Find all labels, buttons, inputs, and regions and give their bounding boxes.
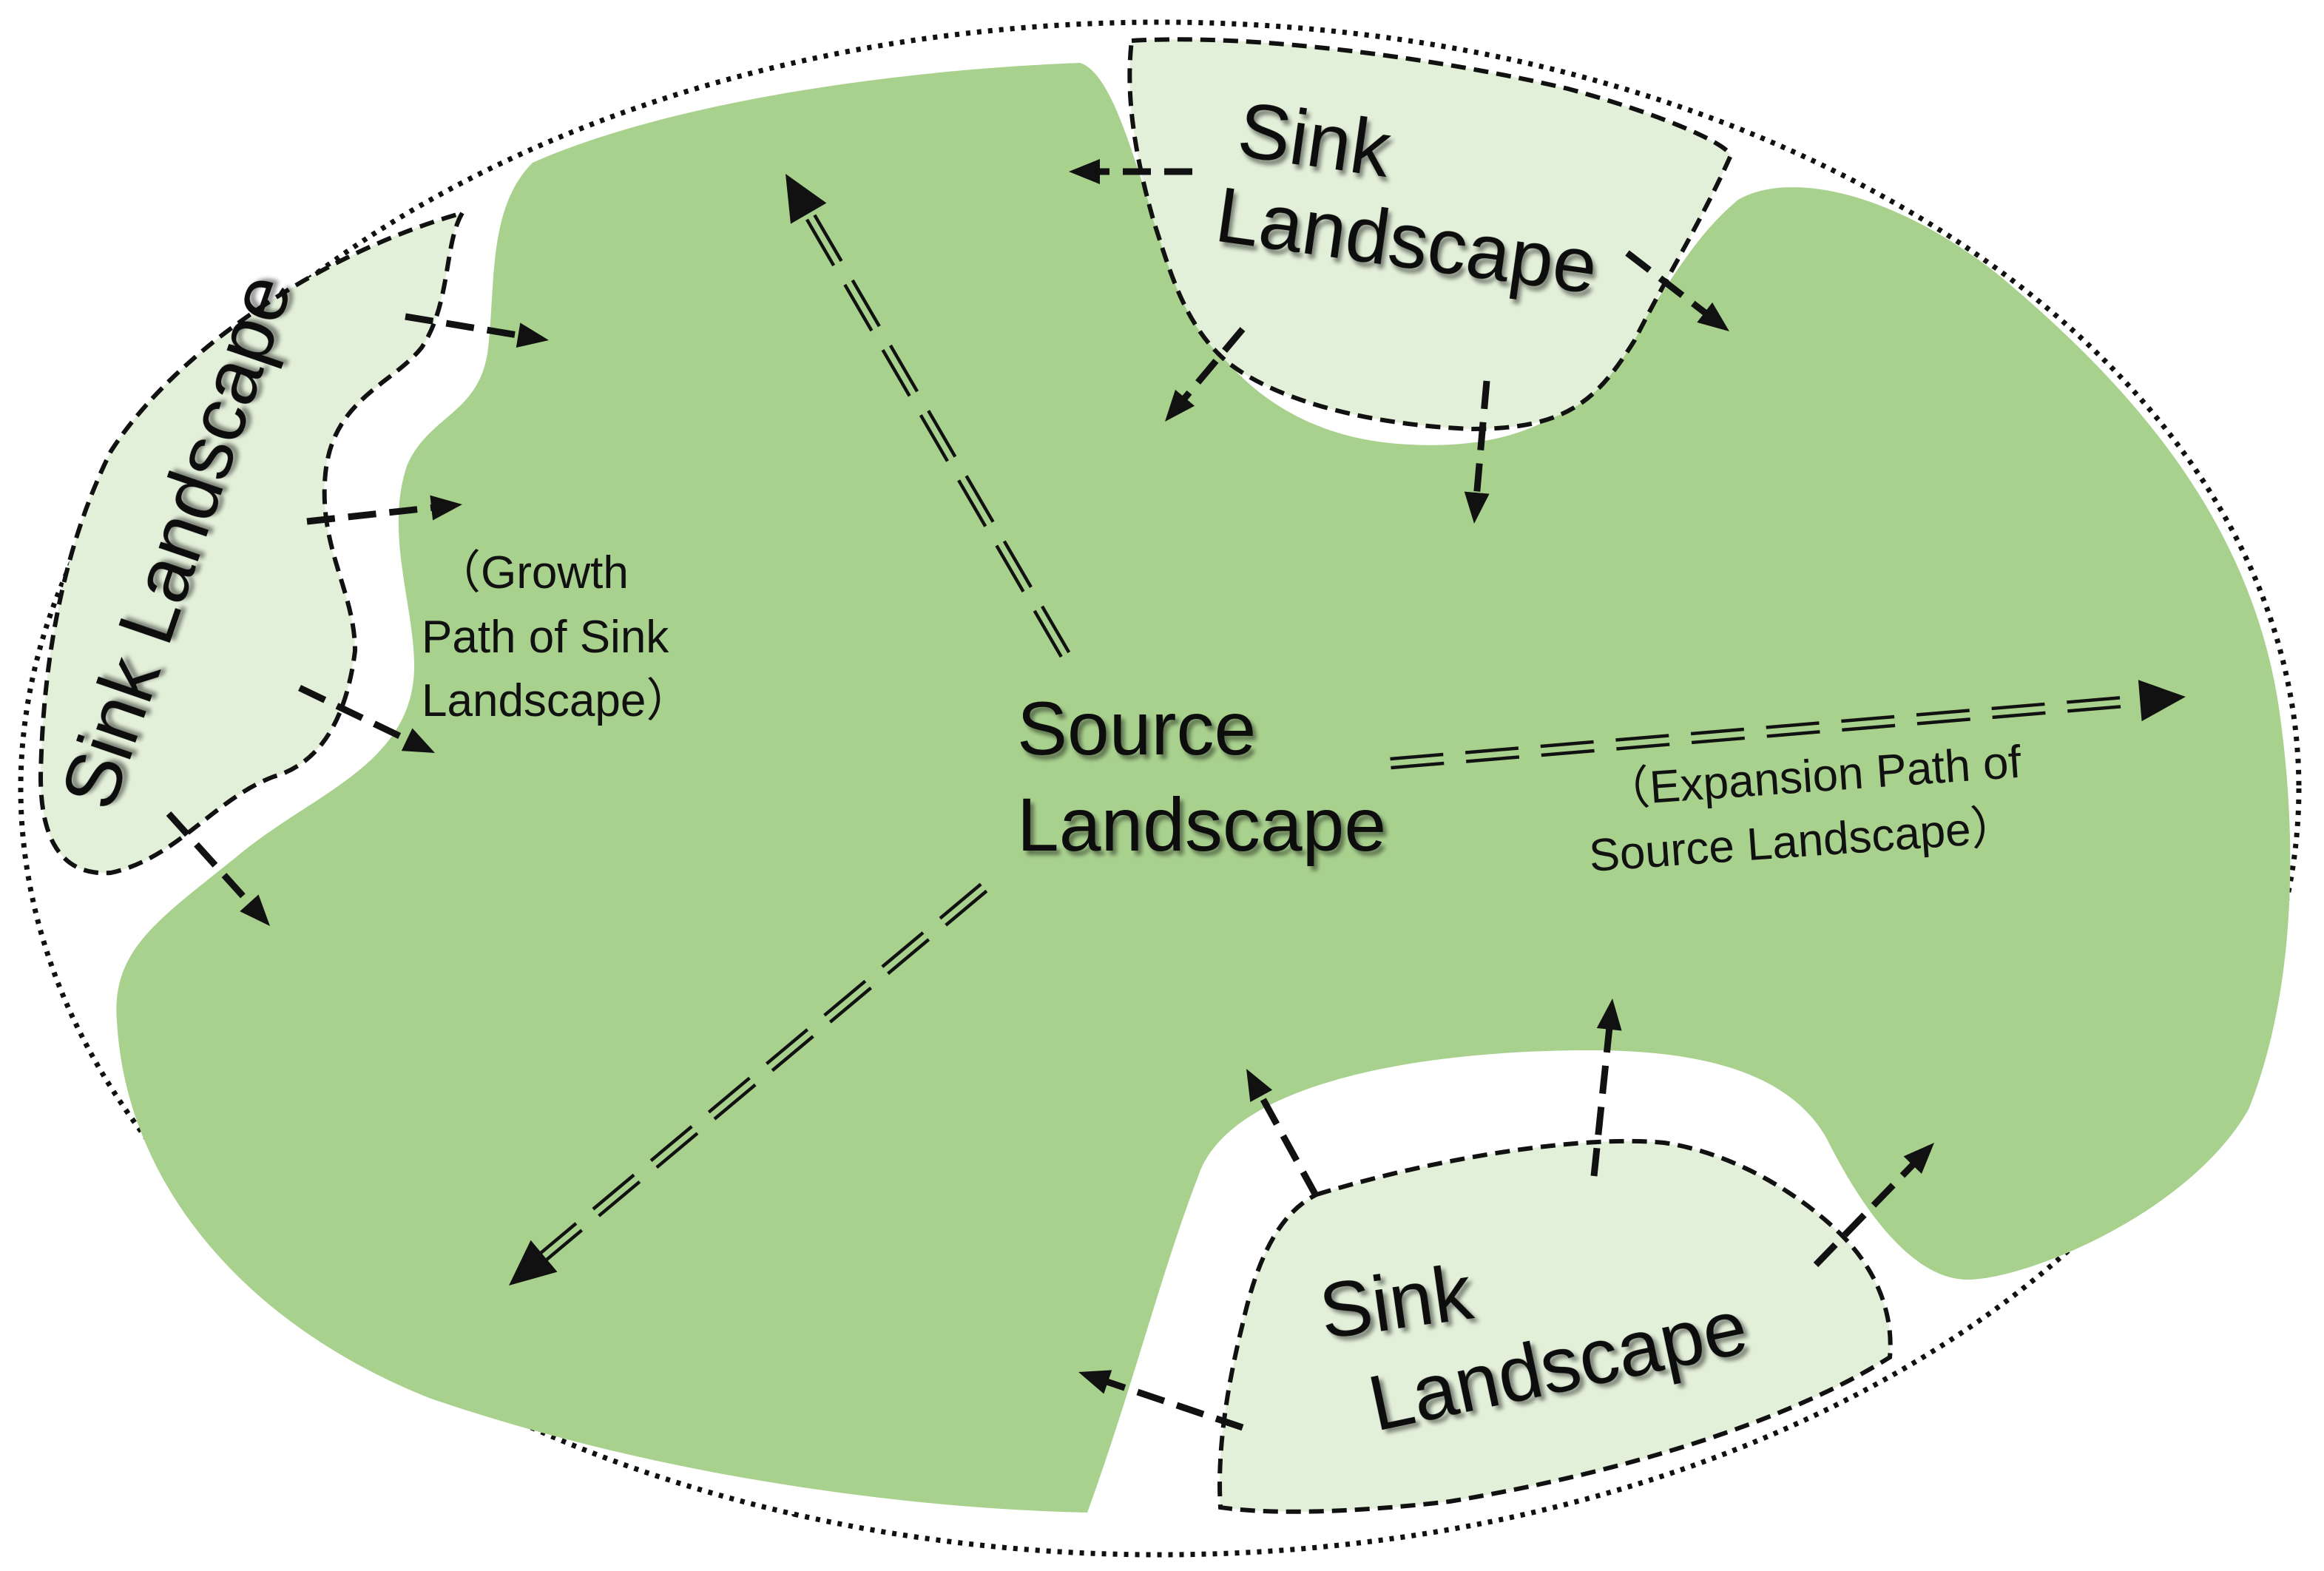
arrowhead bbox=[516, 322, 549, 348]
arrowhead bbox=[786, 174, 827, 224]
expansion-path-arrow-1 bbox=[786, 174, 1071, 658]
expansion-path-arrow-2 bbox=[1390, 680, 2186, 770]
growth-path-arrow-10 bbox=[1590, 999, 1622, 1177]
sink-top-label-line1: Sink bbox=[1233, 86, 1397, 194]
growth-path-note-line1: （Growth bbox=[435, 547, 629, 598]
arrow-shaft bbox=[166, 811, 254, 908]
arrow-shaft bbox=[1104, 1377, 1244, 1431]
sink-landscape-top-region bbox=[1127, 37, 1734, 432]
arrowhead bbox=[509, 1240, 558, 1285]
arrowhead bbox=[1246, 1069, 1273, 1102]
arrow-shaft bbox=[540, 889, 988, 1266]
arrowhead bbox=[401, 728, 435, 753]
growth-path-note-line2: Path of Sink bbox=[422, 612, 669, 663]
expansion-path-arrow-3 bbox=[509, 882, 988, 1285]
growth-path-arrow-11 bbox=[1813, 1143, 1934, 1268]
growth-path-arrow-4 bbox=[1464, 380, 1490, 524]
arrowhead bbox=[1596, 999, 1622, 1031]
arrow-shaft bbox=[1257, 1091, 1320, 1199]
arrowhead bbox=[1078, 1370, 1112, 1394]
growth-path-arrow-6 bbox=[306, 495, 462, 525]
arrow-shaft bbox=[800, 209, 1063, 658]
growth-path-arrow-9 bbox=[1246, 1069, 1320, 1199]
arrow-shaft bbox=[1391, 703, 2148, 770]
arrow-shaft bbox=[1813, 1160, 1917, 1268]
study-area-boundary bbox=[18, 19, 2302, 1558]
source-label-line2: Landscape bbox=[1017, 783, 1386, 867]
arrow-shaft bbox=[405, 313, 522, 339]
growth-path-arrow-2 bbox=[1625, 250, 1729, 331]
arrowhead bbox=[2138, 680, 2186, 722]
arrowhead bbox=[1165, 389, 1195, 422]
growth-path-arrow-1 bbox=[1069, 159, 1192, 184]
arrowhead bbox=[430, 495, 462, 521]
sink-bottom-label-line1: Sink bbox=[1314, 1248, 1479, 1356]
sink-landscape-left-region bbox=[38, 209, 467, 876]
arrow-shaft bbox=[306, 504, 435, 525]
arrowhead bbox=[1697, 302, 1729, 331]
source-landscape-region bbox=[116, 63, 2291, 1513]
growth-path-arrow-5 bbox=[405, 313, 549, 348]
arrow-shaft bbox=[1180, 327, 1246, 402]
expansion-arrows bbox=[509, 174, 2186, 1285]
growth-arrows bbox=[166, 159, 1934, 1431]
sink-landscape-bottom-region bbox=[1217, 1138, 1893, 1514]
arrowhead bbox=[1464, 491, 1490, 524]
arrowhead bbox=[240, 894, 270, 926]
arrow-shaft bbox=[807, 204, 1071, 654]
arrowhead bbox=[1903, 1143, 1934, 1174]
growth-path-arrow-8 bbox=[166, 811, 270, 926]
source-label-line1: Source bbox=[1017, 686, 1256, 771]
growth-path-arrow-3 bbox=[1165, 327, 1246, 422]
arrow-shaft bbox=[535, 882, 982, 1259]
growth-path-note-line3: Landscape） bbox=[422, 675, 692, 726]
arrow-shaft bbox=[298, 684, 411, 744]
arrowhead bbox=[1069, 159, 1100, 184]
arrow-shaft bbox=[1473, 380, 1490, 496]
growth-path-arrow-7 bbox=[298, 684, 435, 753]
arrow-shaft bbox=[1590, 1026, 1613, 1177]
arrow-shaft bbox=[1390, 694, 2147, 761]
arrow-shaft bbox=[1625, 250, 1709, 317]
growth-path-arrow-12 bbox=[1078, 1370, 1244, 1431]
